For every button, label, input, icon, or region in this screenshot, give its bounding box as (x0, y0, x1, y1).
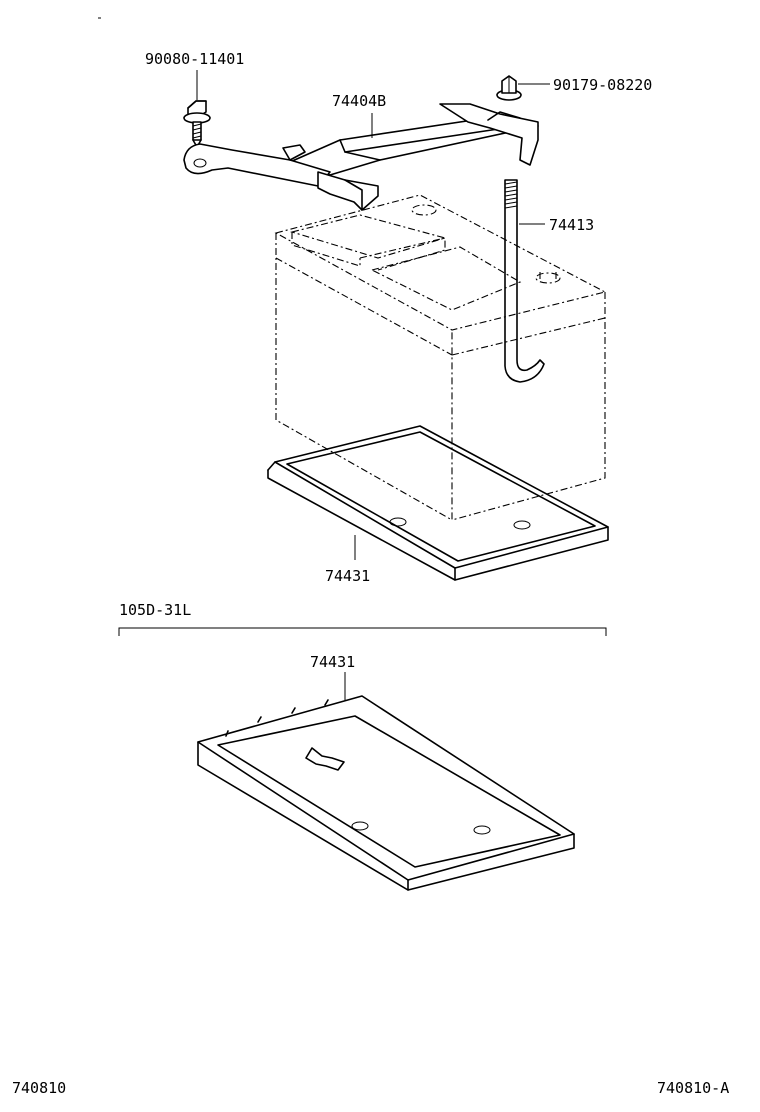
footer-right-code: 740810-A (657, 1079, 729, 1097)
battery-tray-74431-lower (197, 672, 575, 891)
battery-tray-74431-upper (267, 425, 609, 581)
label-variant: 105D-31L (119, 601, 191, 619)
footer-left-code: 740810 (12, 1079, 66, 1097)
label-bolt: 90080-11401 (145, 50, 244, 68)
bolt-90080-11401 (183, 70, 211, 148)
battery-outline (274, 194, 607, 521)
hold-down-clamp-74404b (183, 103, 539, 211)
variant-divider (118, 627, 607, 636)
label-tray-upper: 74431 (325, 567, 370, 585)
nut-90179-08220 (496, 75, 550, 101)
label-tray-lower: 74431 (310, 653, 355, 671)
label-hold-down-clamp: 74404B (332, 92, 386, 110)
label-nut: 90179-08220 (553, 76, 652, 94)
label-hold-down-bolt: 74413 (549, 216, 594, 234)
hold-down-bolt-74413 (504, 179, 545, 383)
